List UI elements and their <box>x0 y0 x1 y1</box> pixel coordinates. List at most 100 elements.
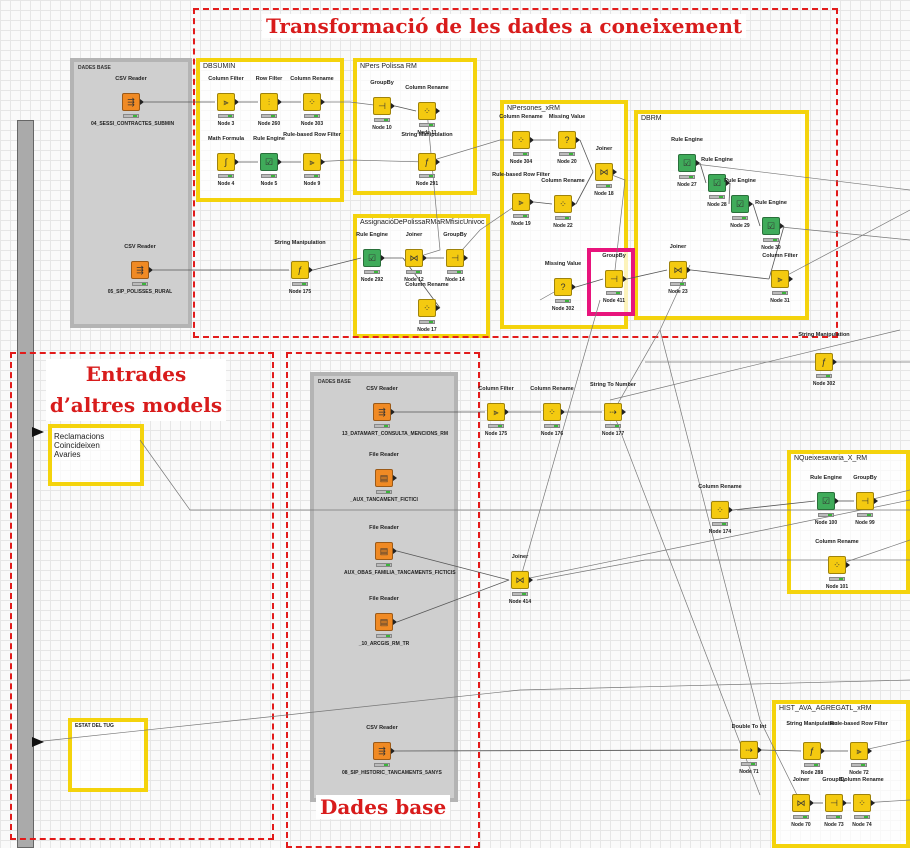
node-icon[interactable]: ⫸ <box>850 742 868 760</box>
node-icon[interactable]: ⊣ <box>825 794 843 812</box>
output-port-icon[interactable] <box>391 103 395 109</box>
node-icon[interactable]: ☑ <box>762 217 780 235</box>
output-port-icon[interactable] <box>278 99 282 105</box>
node-icon[interactable]: ⋈ <box>405 249 423 267</box>
node-icon[interactable]: ? <box>554 278 572 296</box>
output-port-icon[interactable] <box>278 159 282 165</box>
output-port-icon[interactable] <box>530 137 534 143</box>
node-icon[interactable]: ƒ <box>291 261 309 279</box>
output-port-icon[interactable] <box>235 159 239 165</box>
node-icon[interactable]: ⇶ <box>131 261 149 279</box>
node-icon[interactable]: ⁘ <box>853 794 871 812</box>
node-icon[interactable]: ☑ <box>260 153 278 171</box>
node-icon[interactable]: ⋈ <box>511 571 529 589</box>
output-port-icon[interactable] <box>726 180 730 186</box>
output-port-icon[interactable] <box>758 747 762 753</box>
output-port-icon[interactable] <box>393 475 397 481</box>
output-port-icon[interactable] <box>576 137 580 143</box>
node-icon[interactable]: ⁘ <box>543 403 561 421</box>
output-port-icon[interactable] <box>140 99 144 105</box>
metanode-npers-polissa[interactable]: NPers Polissa RM <box>353 58 477 195</box>
output-port-icon[interactable] <box>391 409 395 415</box>
output-port-icon[interactable] <box>696 160 700 166</box>
node-icon[interactable]: ⇢ <box>604 403 622 421</box>
output-port-icon[interactable] <box>530 199 534 205</box>
output-port-icon[interactable] <box>843 800 847 806</box>
node-icon[interactable]: ⫸ <box>771 270 789 288</box>
node-icon[interactable]: ⇶ <box>373 742 391 760</box>
node-icon[interactable]: ⋈ <box>792 794 810 812</box>
metanode-tug[interactable]: ESTAT DEL TUG <box>68 718 148 792</box>
node-icon[interactable]: ⁘ <box>303 93 321 111</box>
node-icon[interactable]: ⊣ <box>856 492 874 510</box>
output-port-icon[interactable] <box>391 748 395 754</box>
output-port-icon[interactable] <box>835 498 839 504</box>
output-port-icon[interactable] <box>149 267 153 273</box>
output-port-icon[interactable] <box>436 108 440 114</box>
node-icon[interactable]: ☑ <box>708 174 726 192</box>
metanode-nqueixes[interactable]: NQueixesavaria_X_RM <box>787 450 910 594</box>
output-port-icon[interactable] <box>464 255 468 261</box>
output-port-icon[interactable] <box>780 223 784 229</box>
output-port-icon[interactable] <box>321 159 325 165</box>
node-icon[interactable]: ☑ <box>731 195 749 213</box>
output-port-icon[interactable] <box>687 267 691 273</box>
output-port-icon[interactable] <box>749 201 753 207</box>
output-port-icon[interactable] <box>529 577 533 583</box>
node-icon[interactable]: ☑ <box>817 492 835 510</box>
node-icon[interactable]: ⊣ <box>446 249 464 267</box>
output-port-icon[interactable] <box>623 276 627 282</box>
node-icon[interactable]: ? <box>558 131 576 149</box>
node-icon[interactable]: ▤ <box>375 469 393 487</box>
node-icon[interactable]: ∫ <box>217 153 235 171</box>
output-port-icon[interactable] <box>821 748 825 754</box>
node-icon[interactable]: ƒ <box>418 153 436 171</box>
output-port-icon[interactable] <box>321 99 325 105</box>
output-port-icon[interactable] <box>846 562 850 568</box>
node-icon[interactable]: ⁘ <box>828 556 846 574</box>
node-icon[interactable]: ⇢ <box>740 741 758 759</box>
node-icon[interactable]: ☑ <box>678 154 696 172</box>
node-icon[interactable]: ⇶ <box>122 93 140 111</box>
output-port-icon[interactable] <box>729 507 733 513</box>
output-port-icon[interactable] <box>810 800 814 806</box>
node-icon[interactable]: ⁘ <box>418 102 436 120</box>
node-icon[interactable]: ⁘ <box>418 299 436 317</box>
node-icon[interactable]: ⋈ <box>669 261 687 279</box>
output-port-icon[interactable] <box>393 548 397 554</box>
node-icon[interactable]: ⊣ <box>373 97 391 115</box>
node-icon[interactable]: ⋈ <box>595 163 613 181</box>
node-icon[interactable]: ⁘ <box>711 501 729 519</box>
node-icon[interactable]: ⫸ <box>512 193 530 211</box>
metanode-assignacio[interactable]: AssignacióDePolissaRMaRMfisicUnivoc <box>353 214 490 338</box>
node-icon[interactable]: ▤ <box>375 613 393 631</box>
node-icon[interactable]: ⫸ <box>487 403 505 421</box>
output-port-icon[interactable] <box>789 276 793 282</box>
output-port-icon[interactable] <box>393 619 397 625</box>
output-port-icon[interactable] <box>833 359 837 365</box>
output-port-icon[interactable] <box>381 255 385 261</box>
metanode-dbsumin[interactable]: DBSUMIN <box>196 58 344 202</box>
output-port-icon[interactable] <box>561 409 565 415</box>
output-port-icon[interactable] <box>436 305 440 311</box>
metanode-hist[interactable]: HIST_AVA_AGREGATL_xRM <box>772 700 910 848</box>
node-icon[interactable]: ƒ <box>803 742 821 760</box>
output-port-icon[interactable] <box>871 800 875 806</box>
output-port-icon[interactable] <box>309 267 313 273</box>
node-icon[interactable]: ⫶ <box>260 93 278 111</box>
output-port-icon[interactable] <box>235 99 239 105</box>
output-port-icon[interactable] <box>436 159 440 165</box>
output-port-icon[interactable] <box>423 255 427 261</box>
metanode-entrades[interactable]: Reclamacions Coincideixen Avaries <box>48 424 144 486</box>
output-port-icon[interactable] <box>572 284 576 290</box>
node-icon[interactable]: ⫸ <box>303 153 321 171</box>
output-port-icon[interactable] <box>613 169 617 175</box>
output-port-icon[interactable] <box>868 748 872 754</box>
output-port-icon[interactable] <box>622 409 626 415</box>
node-icon[interactable]: ▤ <box>375 542 393 560</box>
output-port-icon[interactable] <box>572 201 576 207</box>
node-icon[interactable]: ⫸ <box>217 93 235 111</box>
node-icon[interactable]: ☑ <box>363 249 381 267</box>
output-port-icon[interactable] <box>505 409 509 415</box>
